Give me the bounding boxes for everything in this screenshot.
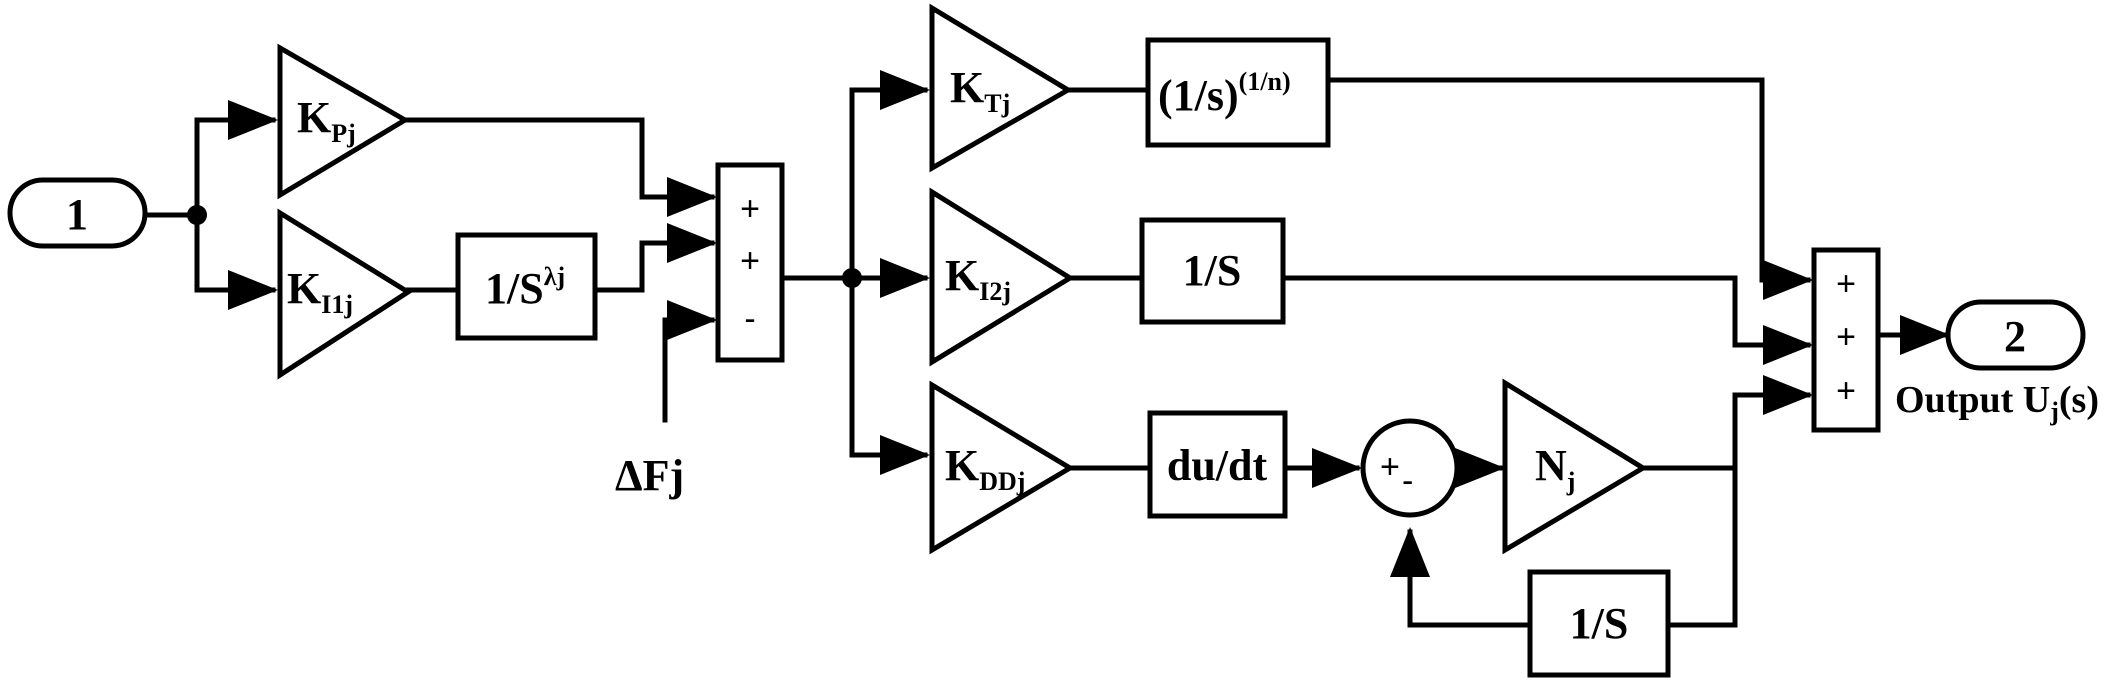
output-caption-tail: (s) xyxy=(2059,379,2099,421)
gain-n-main: N xyxy=(1535,441,1567,490)
sum2-sign-2: + xyxy=(1836,318,1856,356)
signal-wires xyxy=(142,70,1950,628)
input-port-label: 1 xyxy=(66,190,88,239)
sum1-sign-2: + xyxy=(740,242,760,280)
output-port-label: 2 xyxy=(2004,312,2026,361)
sum2-sign-1: + xyxy=(1836,265,1856,303)
integrator-feedback-label: 1/S xyxy=(1570,599,1629,648)
gain-kdd-sub: DDj xyxy=(979,467,1025,496)
sum1-sign-3: - xyxy=(744,300,755,338)
svg-text:KI1j: KI1j xyxy=(287,264,353,319)
gain-kp-main: K xyxy=(297,93,331,142)
wire-fracint-to-sum1 xyxy=(592,223,717,293)
wire-kp-to-sum1 xyxy=(402,117,717,217)
gain-n: Nj xyxy=(1502,378,1648,555)
junction-dot-split xyxy=(842,268,862,288)
sum1-sign-1: + xyxy=(740,190,760,228)
junction-dot-input xyxy=(187,205,207,225)
wire-n-to-sum2 xyxy=(1732,375,1813,628)
svg-text:KPj: KPj xyxy=(297,93,356,148)
gain-kt: KTj xyxy=(929,3,1073,173)
comparator: + - xyxy=(1360,418,1460,518)
gain-kdd: KDDj xyxy=(929,380,1075,555)
svg-text:KDDj: KDDj xyxy=(945,441,1025,496)
disturbance-label: ΔFj xyxy=(615,451,684,500)
svg-text:KTj: KTj xyxy=(950,63,1010,118)
output-port: 2 xyxy=(1945,299,2086,371)
svg-text:KI2j: KI2j xyxy=(945,251,1011,306)
frac-power-sup: (1/n) xyxy=(1239,67,1291,96)
gain-kdd-main: K xyxy=(945,441,979,490)
gain-kt-sub: Tj xyxy=(984,89,1010,118)
gain-kp-sub: Pj xyxy=(331,119,356,148)
integrator-mid-label: 1/S xyxy=(1183,246,1242,295)
output-caption-sub: j xyxy=(2049,397,2059,426)
block-integrator-feedback: 1/S xyxy=(1527,569,1671,678)
sum2-sign-3: + xyxy=(1836,372,1856,410)
block-derivative: du/dt xyxy=(1147,410,1288,519)
comparator-minus: - xyxy=(1402,462,1413,500)
gain-ki2-main: K xyxy=(945,251,979,300)
svg-text:Nj: Nj xyxy=(1535,441,1575,496)
input-port: 1 xyxy=(7,177,148,249)
wire-fracpow-to-sum2 xyxy=(1325,77,1813,300)
comparator-plus: + xyxy=(1380,448,1400,486)
output-caption-main: Output U xyxy=(1895,379,2050,421)
gain-ki1-main: K xyxy=(287,264,321,313)
block-frac-integrator: 1/Sλj xyxy=(455,232,598,341)
sum-block-2: + + + xyxy=(1811,247,1881,433)
frac-integrator-main: 1/S xyxy=(485,264,544,313)
frac-power-main: (1/s) xyxy=(1158,71,1239,120)
sum-block-1: + + - xyxy=(715,162,785,363)
gain-ki1: KI1j xyxy=(277,208,413,380)
block-integrator-mid: 1/S xyxy=(1139,217,1286,325)
gain-kp: KPj xyxy=(277,43,410,200)
block-frac-power: (1/s)(1/n) xyxy=(1145,37,1331,148)
output-caption: Output Uj(s) xyxy=(1895,379,2099,426)
gain-ki2: KI2j xyxy=(929,187,1075,367)
wire-int-to-sum2 xyxy=(1280,275,1813,365)
wire-feedback-to-comp xyxy=(1390,527,1533,628)
derivative-label: du/dt xyxy=(1167,441,1268,490)
svg-text:1/Sλj: 1/Sλj xyxy=(485,262,565,313)
gain-kt-main: K xyxy=(950,63,984,112)
gain-ki1-sub: I1j xyxy=(321,290,353,319)
frac-integrator-sup: λj xyxy=(544,262,565,291)
gain-n-sub: j xyxy=(1566,467,1576,496)
wire-disturbance-to-sum1 xyxy=(662,300,717,423)
svg-text:(1/s)(1/n): (1/s)(1/n) xyxy=(1158,67,1291,120)
gain-ki2-sub: I2j xyxy=(979,277,1011,306)
